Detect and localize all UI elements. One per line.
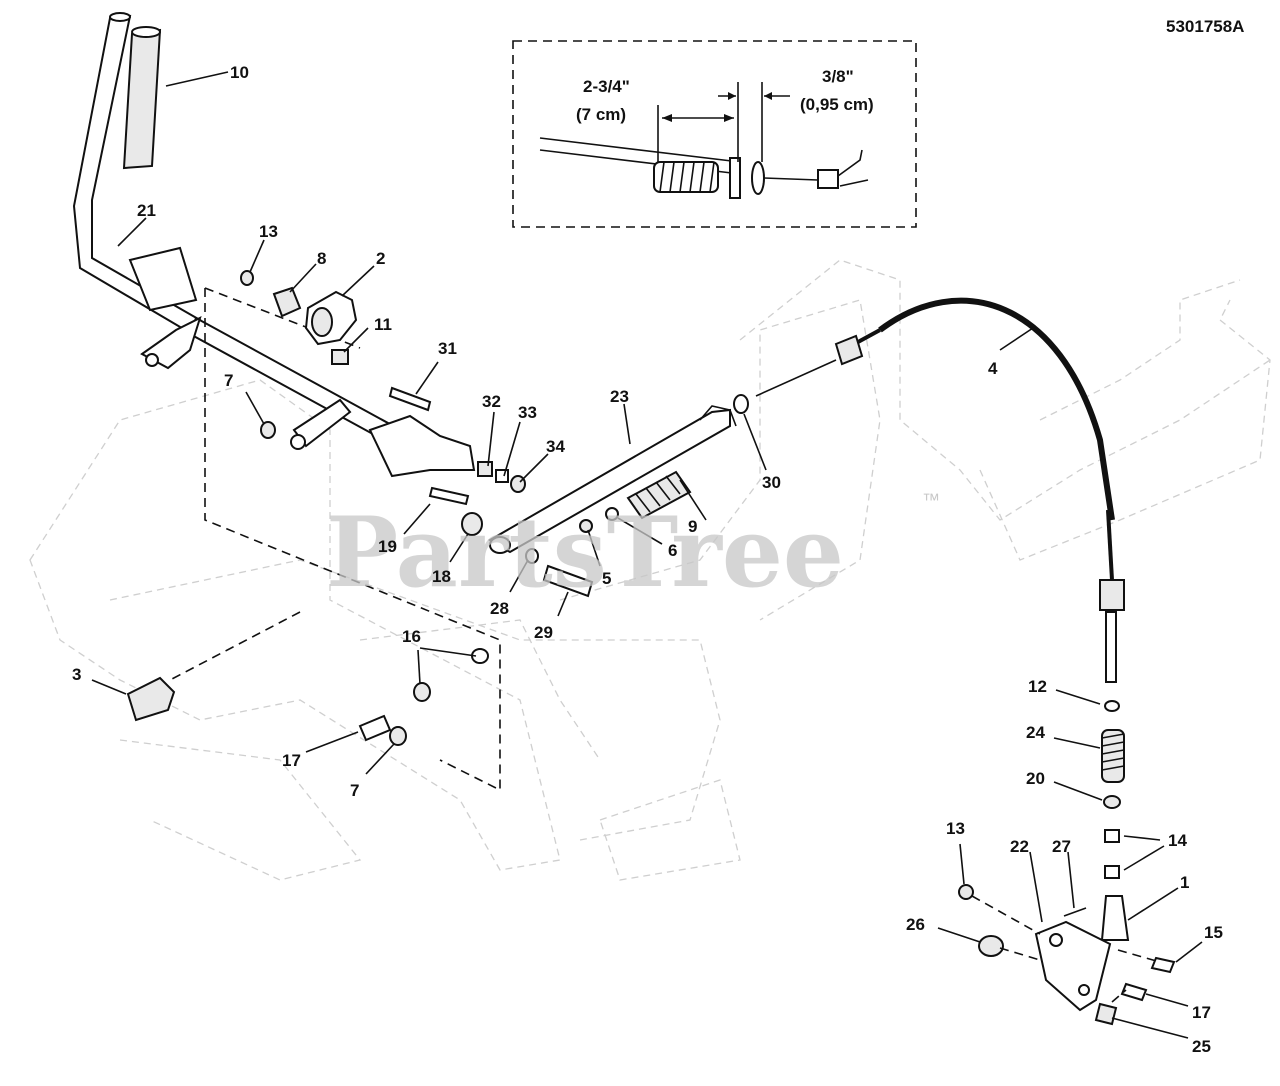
callout-28: 28 (490, 599, 509, 618)
inset-spring-icon (653, 161, 719, 193)
callout-25: 25 (1192, 1037, 1211, 1056)
callout-20: 20 (1026, 769, 1045, 788)
nut-26 (978, 935, 1004, 957)
nut-14-upper (1104, 829, 1120, 843)
nut-13-top (240, 270, 254, 286)
callout-11: 11 (374, 315, 392, 334)
bolt-31 (388, 386, 432, 412)
callout-18: 18 (432, 567, 451, 586)
callout-1: 1 (1180, 873, 1189, 892)
watermark-text: PartsTree (326, 496, 844, 609)
callout-31: 31 (438, 339, 457, 358)
callout-12: 12 (1028, 677, 1047, 696)
bolt-29 (542, 564, 594, 598)
cable-4 (755, 297, 1125, 683)
control-arm-23 (488, 405, 737, 554)
adjustment-detail-inset: 2-3/4" (7 cm) 3/8" (0,95 cm) (512, 40, 917, 228)
dim-right-metric: (0,95 cm) (800, 95, 874, 114)
nut-32 (477, 461, 493, 477)
callout-15: 15 (1204, 923, 1223, 942)
callout-labels: 10 21 13 8 2 11 31 7 32 33 34 23 30 4 9 … (72, 63, 1223, 1056)
pin-15 (1150, 956, 1176, 974)
washer-20 (1103, 795, 1121, 809)
hardware-cluster-top (240, 270, 358, 365)
bolt-25 (1094, 1002, 1118, 1026)
bolt-11 (331, 349, 349, 365)
dim-right-imperial: 3/8" (822, 67, 854, 86)
dim-left-imperial: 2-3/4" (583, 77, 630, 96)
callout-34: 34 (546, 437, 565, 456)
switch-3 (126, 676, 176, 722)
callout-8: 8 (317, 249, 326, 268)
callout-19: 19 (378, 537, 397, 556)
rod-hardware-stack (1100, 700, 1130, 941)
bracket-22 (958, 884, 1176, 1026)
callout-10: 10 (230, 63, 249, 82)
watermark-trademark: ™ (922, 490, 940, 510)
nut-7-lower (389, 726, 407, 746)
washer-12 (1104, 700, 1120, 712)
bolt-19 (428, 486, 470, 506)
callout-9: 9 (688, 517, 697, 536)
callout-32: 32 (482, 392, 501, 411)
callout-24: 24 (1026, 723, 1045, 742)
washer-28 (525, 548, 539, 564)
callout-6: 6 (668, 541, 677, 560)
nut-14-lower (1104, 865, 1120, 879)
inset-cable-upper-edge (539, 137, 741, 163)
hardware-cluster-left (126, 648, 489, 746)
clevis-1 (1100, 895, 1130, 941)
cotter-pin-27 (1063, 907, 1087, 917)
callout-7-lower: 7 (350, 781, 359, 800)
callout-13-lower: 13 (946, 819, 965, 838)
assembly-dash-leaders (169, 287, 361, 681)
washer-6 (605, 507, 619, 521)
inset-bracket-icon (729, 157, 741, 199)
callout-17-upper: 17 (282, 751, 301, 770)
callout-17-lower: 17 (1192, 1003, 1211, 1022)
spacer-33 (495, 469, 509, 483)
callout-21: 21 (137, 201, 156, 220)
handle-grip-part (122, 26, 162, 170)
callout-33: 33 (518, 403, 537, 422)
callout-5: 5 (602, 569, 611, 588)
callout-30: 30 (762, 473, 781, 492)
callout-16: 16 (402, 627, 421, 646)
assembly-dash-path (204, 288, 501, 792)
nut-7-upper (260, 421, 276, 439)
nut-16-lower (413, 682, 431, 702)
spring-9 (626, 470, 692, 520)
chassis-ghost-outline (29, 259, 1271, 881)
bushing-8 (272, 286, 302, 318)
washer-30 (733, 394, 749, 414)
callout-27: 27 (1052, 837, 1071, 856)
callout-7-upper: 7 (224, 371, 233, 390)
bolt-17-lower (1120, 982, 1148, 1002)
hardware-cluster-lower (260, 421, 594, 598)
callout-2: 2 (376, 249, 385, 268)
callout-13-top: 13 (259, 222, 278, 241)
callout-22: 22 (1010, 837, 1029, 856)
bushing-18 (461, 512, 483, 536)
main-lever-rod (128, 246, 476, 478)
partstree-watermark: PartsTree ™ (326, 490, 940, 609)
document-id: 5301758A (1166, 17, 1244, 36)
bolt-17-upper (358, 714, 392, 742)
callout-leaders (91, 71, 1203, 1039)
callout-29: 29 (534, 623, 553, 642)
callout-3: 3 (72, 665, 81, 684)
callout-4: 4 (988, 359, 998, 378)
callout-26: 26 (906, 915, 925, 934)
callout-23: 23 (610, 387, 629, 406)
callout-14: 14 (1168, 831, 1187, 850)
dim-left-metric: (7 cm) (576, 105, 626, 124)
nut-5 (579, 519, 593, 533)
nut-13-lower (958, 884, 974, 900)
